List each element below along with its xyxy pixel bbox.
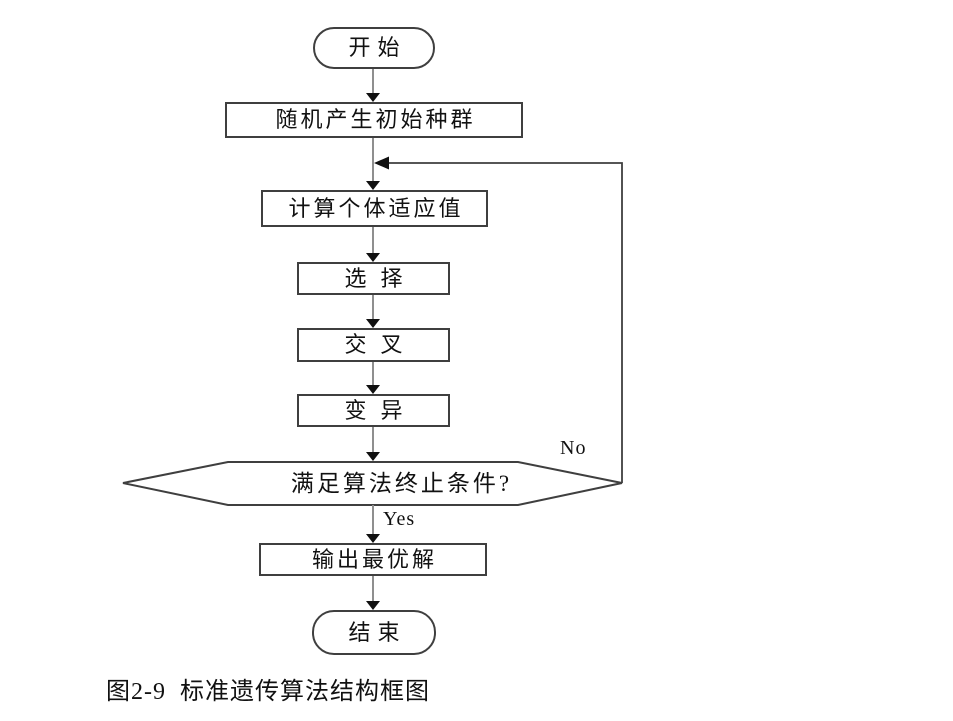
arrowhead-icon [366,253,380,262]
arrowhead-icon [366,319,380,328]
flow-node-end: 结束 [312,610,436,655]
node-label: 变异 [344,397,417,423]
node-label: 交叉 [344,332,417,357]
arrowhead-group [366,93,380,610]
feedback-loop-line [389,162,623,483]
flow-node-termination-check: 满足算法终止条件? [140,463,660,503]
arrowhead-icon [366,601,380,610]
node-label: 结束 [348,619,407,645]
node-label: 选择 [344,265,417,291]
arrowhead-icon [366,534,380,543]
node-label: 满足算法终止条件? [290,470,513,496]
node-label: 计算个体适应值 [288,195,464,221]
arrowhead-icon [366,93,380,102]
arrowhead-icon [366,452,380,461]
node-label: 随机产生初始种群 [275,107,476,132]
flow-node-generate-initial-population: 随机产生初始种群 [225,102,523,138]
arrowhead-icon [366,385,380,394]
node-label: 开始 [348,35,407,60]
flow-node-compute-fitness: 计算个体适应值 [261,190,488,227]
node-label: 输出最优解 [311,546,437,572]
flow-node-selection: 选择 [297,262,450,295]
flow-node-start: 开始 [313,27,435,69]
flow-node-output-best-solution: 输出最优解 [259,543,487,576]
branch-label-no: No [560,437,587,459]
branch-label-yes: Yes [383,508,416,530]
flow-node-crossover: 交叉 [297,328,450,362]
flow-node-mutation: 变异 [297,394,450,427]
feedback-arrowhead-icon [374,156,389,170]
figure-caption: 图2-9 标准遗传算法结构框图 [106,679,430,705]
arrowhead-icon [366,181,380,190]
